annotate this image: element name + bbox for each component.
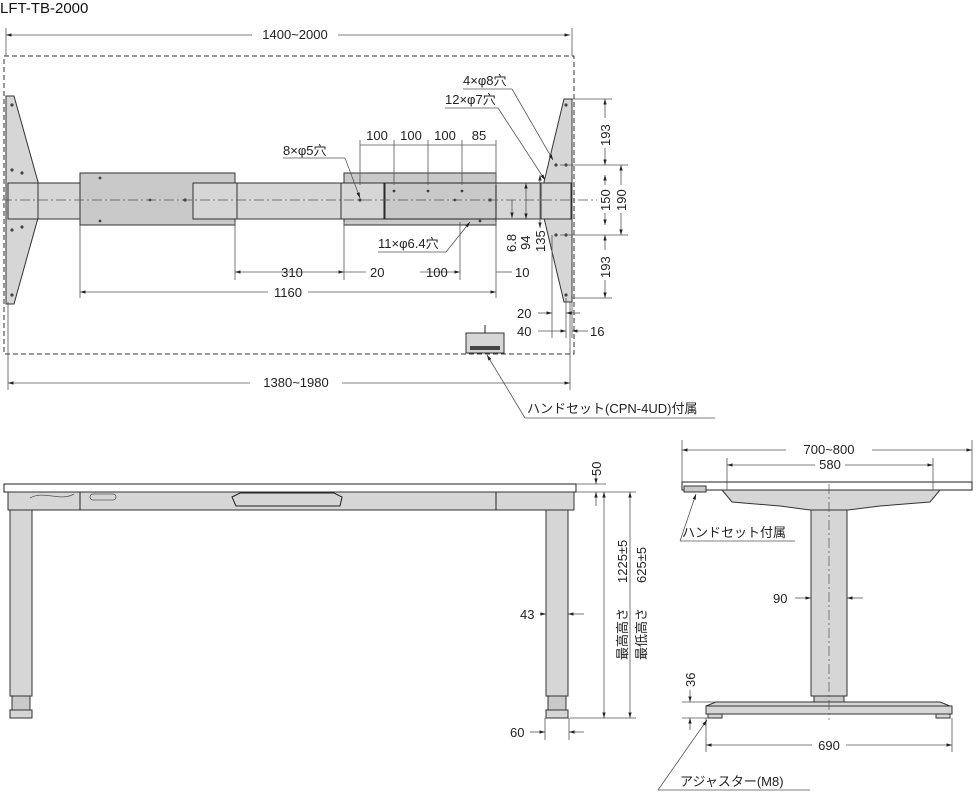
note-handset-side: ハンドセット付属 (682, 525, 786, 540)
dim-20b: 20 (517, 306, 531, 321)
dim-min-height: 625±5 (634, 547, 649, 583)
holes (10, 103, 568, 297)
label-max-height: 最高高さ (615, 608, 630, 660)
dim-foot-width: 690 (818, 738, 840, 753)
note-handset-model: ハンドセット(CPN-4UD)付属 (527, 401, 697, 416)
foot-top-taper (705, 701, 951, 707)
left-foot-front (11, 695, 31, 711)
dim-10: 10 (515, 265, 529, 280)
dim-190: 190 (614, 189, 629, 211)
dim-90: 90 (773, 591, 787, 606)
dim-40: 40 (517, 324, 531, 339)
dim-94: 94 (518, 236, 533, 250)
model-title: LFT-TB-2000 (0, 0, 88, 17)
dim-16: 16 (590, 324, 604, 339)
dim-310: 310 (281, 265, 303, 280)
note-11-holes: 11×φ6.4穴 (378, 236, 439, 251)
label-min-height: 最低高さ (634, 608, 649, 660)
dim-pitch-3: 100 (434, 128, 456, 143)
cable-clip (89, 493, 117, 501)
dim-20a: 20 (370, 265, 384, 280)
left-leg (9, 509, 33, 697)
left-end-cap (7, 182, 39, 220)
side-view: 700~800 580 ハンドセット付属 90 36 690 アジャスター(M8… (657, 440, 973, 791)
dim-pitch-4: 85 (472, 128, 486, 143)
dim-193-bottom: 193 (598, 256, 613, 278)
right-end-cap (540, 182, 572, 220)
note-8-holes: 8×φ5穴 (283, 143, 326, 158)
plan-view: 1400~2000 1380~1980 100 100 100 85 8×φ5穴… (2, 27, 715, 419)
dim-pitch-2: 100 (400, 128, 422, 143)
center-section (236, 182, 342, 220)
note-4-holes: 4×φ8穴 (463, 73, 506, 88)
dim-150: 150 (598, 189, 613, 211)
dim-1160: 1160 (274, 285, 302, 300)
right-foot-front (547, 695, 567, 711)
dim-50: 50 (589, 462, 604, 476)
dim-193-top: 193 (598, 124, 613, 146)
adjuster-right-side (935, 713, 951, 719)
tabletop-side (681, 481, 973, 491)
motor-block (192, 182, 238, 220)
dim-43: 43 (520, 607, 534, 622)
motor-housing (231, 492, 343, 507)
dim-arm-width: 580 (819, 457, 841, 472)
dim-135: 135 (533, 230, 548, 252)
beam-front (7, 491, 575, 511)
left-adjuster-front (9, 709, 33, 719)
dim-frame-width: 1380~1980 (263, 375, 328, 390)
adjuster-left-side (707, 713, 723, 719)
right-adjuster-front (545, 709, 569, 719)
right-leg (545, 509, 569, 697)
center-block (340, 182, 386, 220)
handset-side (683, 485, 707, 493)
top-arm-side (720, 489, 942, 511)
front-view: 50 1225±5 最高高さ 625±5 最低高さ 43 60 (3, 462, 649, 740)
dim-pitch-1: 100 (366, 128, 388, 143)
dim-6-8: 6.8 (504, 234, 519, 252)
dim-60: 60 (510, 725, 524, 740)
dim-top-width: 1400~2000 (262, 27, 327, 42)
dim-36: 36 (683, 673, 698, 687)
note-adjuster: アジャスター(M8) (680, 774, 784, 789)
dim-max-height: 1225±5 (615, 540, 630, 583)
cable-left (29, 493, 75, 499)
tabletop-front (3, 483, 577, 493)
tabletop-outline (3, 55, 575, 355)
note-12-holes: 12×φ7穴 (445, 92, 496, 107)
dim-top-depth: 700~800 (804, 442, 855, 457)
mount-plate (383, 182, 497, 220)
dim-100: 100 (426, 265, 448, 280)
